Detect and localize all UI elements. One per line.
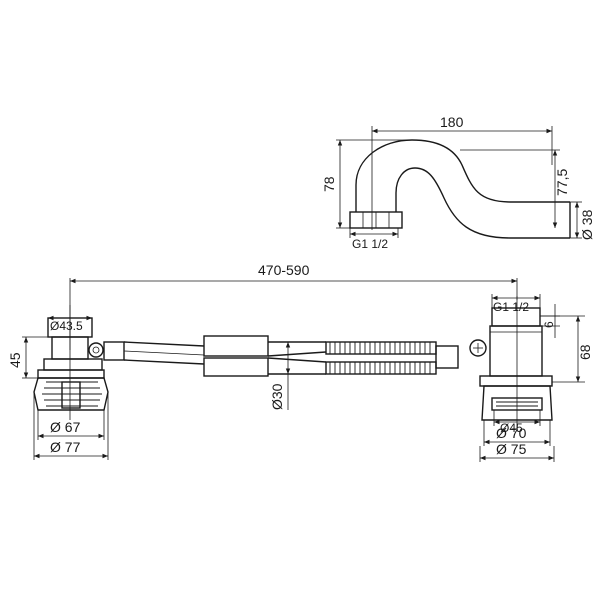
dim-68-label: 68 [577,344,593,360]
corrugated-section [325,341,437,375]
dim-30-label: Ø30 [269,383,285,410]
hose-inner-line [123,350,205,356]
right-coupling [435,345,459,369]
dim-70-label: Ø 70 [496,425,527,441]
dim-78-label: 78 [321,176,337,192]
hose-top-line [123,341,205,347]
dim-6-label: 6 [542,321,556,328]
dim-thread-label: G1 1/2 [352,237,388,251]
dim-45-label: 45 [7,352,23,368]
left-plug [61,381,81,409]
hose-sleeve-2 [203,357,269,377]
spout-inner-contour [395,167,570,239]
right-body [489,325,543,377]
corrugated-bottom-band [325,361,437,375]
corrugation-ticks-bottom [329,362,431,374]
right-cover [481,385,553,421]
left-flange [37,369,105,379]
left-flange-top [43,358,103,371]
connecting-hose: Ø30 [123,335,437,410]
corrugation-ticks-top [329,342,431,354]
right-joint [469,339,487,357]
left-coupling [103,341,125,361]
overall-length-label: 470-590 [258,262,310,278]
left-cover-hatch [42,381,102,407]
dim-77b-label: Ø 77 [50,439,81,455]
overall-length-dim: 470-590 [69,262,518,350]
hose-bottom-line [123,359,205,365]
left-elbow-inner [92,346,100,354]
dim-right-thread-label: G1 1/2 [493,300,529,314]
dim-75-label: Ø 75 [496,441,527,457]
dim-180-label: 180 [440,114,464,130]
left-elbow [88,342,104,358]
left-overflow-valve: Ø43.5 45 Ø 67 Ø 77 [7,305,125,460]
hose-tube-mid [267,351,327,357]
right-drain-valve: G1 1/2 6 68 Ø45 Ø 70 Ø 75 [435,294,593,462]
hose-tube-mid2 [267,357,327,363]
hose-sleeve-1 [203,335,269,357]
right-flange [479,375,553,387]
dim-435-label: Ø43.5 [50,319,83,333]
spout-outer-contour [355,139,570,212]
dim-45b-label: Ø45 [500,421,523,435]
corrugated-top-band [325,341,437,355]
dim-77-label: 77,5 [554,169,570,196]
dim-67-label: Ø 67 [50,419,81,435]
spout-view: 180 78 77,5 Ø 38 G1 1/2 [321,114,595,251]
dim-38-label: Ø 38 [579,209,595,240]
